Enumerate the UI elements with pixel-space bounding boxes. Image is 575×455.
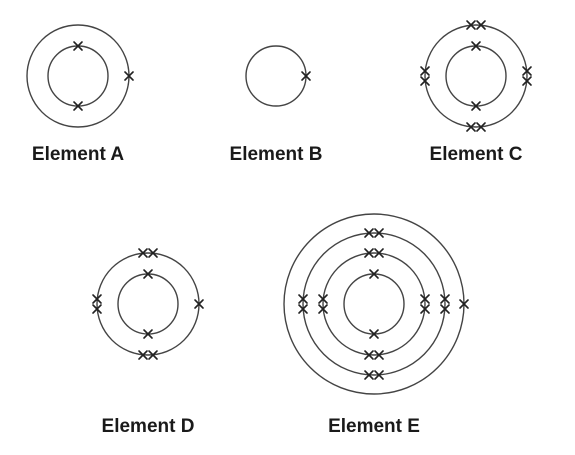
electron-mark xyxy=(369,329,379,339)
label-element-a: Element A xyxy=(32,144,124,165)
electron-mark xyxy=(476,122,486,132)
electron-mark xyxy=(369,269,379,279)
electron-mark xyxy=(124,71,134,81)
label-element-b: Element B xyxy=(230,144,323,165)
electron-mark xyxy=(466,20,476,30)
electron-mark xyxy=(194,299,204,309)
electron-mark xyxy=(364,370,374,380)
electron-shell xyxy=(322,252,426,356)
electron-mark xyxy=(73,41,83,51)
electron-shell xyxy=(117,273,179,335)
electron-mark xyxy=(364,228,374,238)
label-element-d: Element D xyxy=(102,416,195,437)
electron-mark xyxy=(374,228,384,238)
electron-mark xyxy=(138,248,148,258)
electron-shell xyxy=(302,232,446,376)
electron-mark xyxy=(143,269,153,279)
electron-mark xyxy=(420,304,430,314)
electron-mark xyxy=(92,304,102,314)
electron-shell xyxy=(47,45,109,107)
electron-mark xyxy=(301,71,311,81)
electron-mark xyxy=(92,294,102,304)
electron-shell xyxy=(245,45,307,107)
electron-mark xyxy=(318,294,328,304)
electron-mark xyxy=(471,41,481,51)
electron-shell xyxy=(26,24,130,128)
electron-mark xyxy=(466,122,476,132)
electron-mark xyxy=(420,66,430,76)
atom-element-b xyxy=(245,45,311,107)
electron-mark xyxy=(73,101,83,111)
atom-element-e xyxy=(283,213,469,395)
electron-mark xyxy=(143,329,153,339)
electron-mark xyxy=(459,299,469,309)
electron-mark xyxy=(420,76,430,86)
electron-mark xyxy=(374,370,384,380)
electron-shell xyxy=(283,213,465,395)
electron-mark xyxy=(522,76,532,86)
atom-element-c xyxy=(420,20,532,132)
electron-shell xyxy=(445,45,507,107)
electron-shell xyxy=(96,252,200,356)
electron-mark xyxy=(318,304,328,314)
label-element-e: Element E xyxy=(328,416,420,437)
electron-mark xyxy=(148,248,158,258)
electron-mark xyxy=(374,350,384,360)
electron-mark xyxy=(440,294,450,304)
electron-mark xyxy=(522,66,532,76)
electron-shell xyxy=(343,273,405,335)
atom-element-d xyxy=(92,248,204,360)
electron-shell xyxy=(424,24,528,128)
atom-element-a xyxy=(26,24,134,128)
electron-mark xyxy=(440,304,450,314)
label-element-c: Element C xyxy=(430,144,523,165)
electron-mark xyxy=(476,20,486,30)
electron-mark xyxy=(420,294,430,304)
electron-mark xyxy=(148,350,158,360)
electron-mark xyxy=(364,248,374,258)
electron-mark xyxy=(298,294,308,304)
electron-mark xyxy=(471,101,481,111)
electron-mark xyxy=(374,248,384,258)
electron-mark xyxy=(138,350,148,360)
electron-mark xyxy=(364,350,374,360)
electron-mark xyxy=(298,304,308,314)
